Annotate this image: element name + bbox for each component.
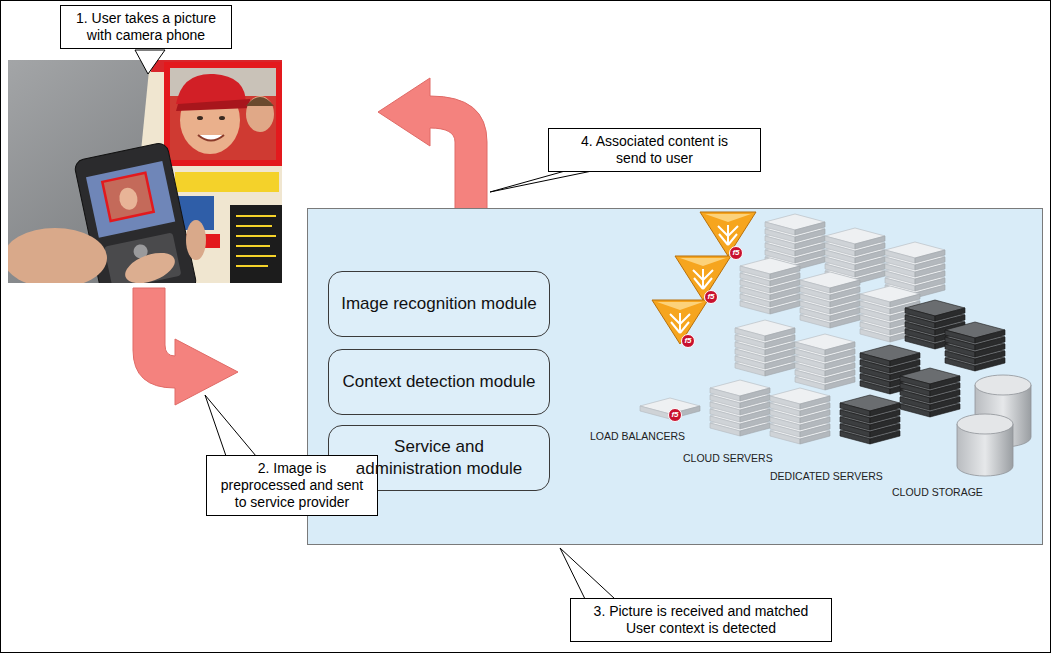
module-label: Service and administration module	[339, 436, 539, 480]
flow-arrow	[378, 78, 487, 212]
server-illustration	[700, 212, 756, 256]
photo-illustration	[198, 135, 224, 141]
photo-illustration	[8, 228, 107, 283]
server-illustration	[640, 212, 1031, 476]
server-illustration	[740, 258, 800, 314]
callout-box: 4. Associated content is send to user	[548, 128, 761, 172]
photo-illustration	[176, 99, 250, 111]
vendor-logo: f5	[668, 408, 682, 422]
callout-pointer	[490, 171, 592, 192]
photo-illustration	[8, 60, 282, 283]
photo-illustration	[246, 96, 274, 132]
module-label: Image recognition module	[341, 293, 537, 315]
server-illustration	[800, 272, 860, 328]
server-illustration	[975, 375, 1031, 395]
vendor-logo: f5	[729, 246, 743, 260]
server-illustration	[957, 414, 1013, 434]
service-provider-panel: LOAD BALANCERS CLOUD SERVERS DEDICATED SER…	[307, 208, 1043, 545]
panel-fill	[308, 209, 1042, 544]
photo-illustration	[236, 216, 276, 266]
module-box: Context detection module	[328, 349, 550, 415]
callout-pointer	[205, 395, 256, 456]
photo-illustration	[176, 74, 246, 104]
vendor-logo: f5	[704, 290, 718, 304]
callout-pointer	[135, 50, 165, 74]
server-illustration	[675, 256, 731, 300]
photo-illustration	[219, 116, 225, 120]
server-illustration	[840, 395, 900, 444]
photo-illustration	[246, 97, 274, 106]
server-label: LOAD BALANCERS	[590, 430, 685, 442]
photo-illustration	[102, 173, 153, 221]
server-illustration	[795, 334, 855, 390]
callout-text: 4. Associated content is send to user	[573, 133, 736, 167]
module-box: Image recognition module	[328, 271, 550, 337]
server-illustration	[945, 322, 1005, 371]
photo-illustration	[230, 205, 282, 283]
server-illustration	[900, 368, 960, 417]
photo-illustration	[175, 172, 279, 192]
flow-arrow	[133, 288, 238, 405]
server-label: CLOUD SERVERS	[683, 452, 773, 464]
photo-illustration	[168, 66, 278, 162]
server-illustration	[652, 300, 708, 344]
callout-text: 2. Image is preprocessed and sent to ser…	[215, 460, 369, 511]
server-label: CLOUD STORAGE	[892, 486, 983, 498]
photo-illustration	[197, 116, 203, 120]
vendor-logo: f5	[681, 334, 695, 348]
callout-box: 2. Image is preprocessed and sent to ser…	[206, 455, 378, 516]
callout-text: 3. Picture is received and matched User …	[579, 603, 823, 637]
photo-illustration	[104, 232, 182, 283]
photo-illustration	[186, 220, 206, 260]
server-label: DEDICATED SERVERS	[770, 470, 883, 482]
module-label: Context detection module	[343, 371, 536, 393]
callout-text: 1. User takes a picture with camera phon…	[69, 10, 223, 44]
photo-illustration	[117, 186, 139, 211]
server-illustration	[770, 388, 830, 444]
photo-illustration	[121, 247, 179, 283]
callout-box: 1. User takes a picture with camera phon…	[60, 5, 232, 49]
photo-illustration	[86, 161, 175, 238]
callout-pointer	[560, 548, 615, 599]
server-illustration	[710, 380, 770, 436]
photo-illustration	[167, 65, 279, 163]
callout-box: 3. Picture is received and matched User …	[570, 598, 832, 642]
photo-illustration	[102, 173, 153, 221]
server-illustration	[735, 320, 795, 376]
